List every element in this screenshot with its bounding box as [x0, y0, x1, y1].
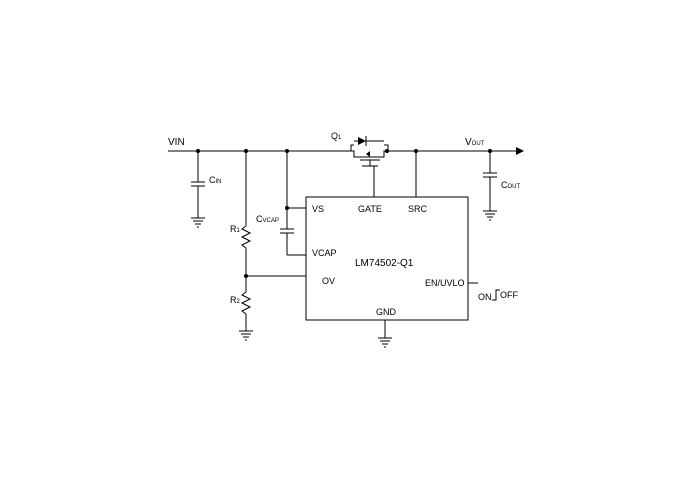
ground-symbol-cin — [191, 217, 205, 228]
cin-label: CIN — [209, 175, 222, 185]
vout-label: VOUT — [465, 137, 485, 148]
r2-main: R — [230, 295, 237, 305]
ground-symbol-ic — [378, 337, 392, 348]
vout-sub: OUT — [472, 141, 485, 147]
cout-main: C — [501, 180, 508, 190]
pin-src-label: SRC — [408, 204, 428, 214]
q1-mosfet — [350, 136, 389, 197]
q1-sub: 1 — [338, 135, 342, 141]
pin-gnd-label: GND — [376, 307, 397, 317]
q1-label: Q1 — [331, 131, 342, 141]
r2-sub: 2 — [237, 299, 241, 305]
switch-on-label: ON — [478, 292, 492, 302]
vin-label: VIN — [168, 137, 185, 148]
pin-vcap-label: VCAP — [312, 248, 337, 258]
pin-ov-label: OV — [322, 276, 335, 286]
cout-capacitor — [483, 151, 497, 211]
cin-capacitor — [191, 151, 205, 218]
r1-label: R1 — [230, 224, 241, 234]
cout-sub: OUT — [508, 184, 521, 190]
r2-resistor — [240, 291, 252, 331]
cin-sub: IN — [216, 179, 222, 185]
cin-main: C — [209, 175, 216, 185]
on-off-waveform — [492, 289, 500, 301]
cvcap-main: C — [256, 214, 263, 224]
cvcap-capacitor — [280, 151, 306, 256]
cvcap-label: CVCAP — [256, 214, 279, 224]
ground-symbol-cout — [483, 210, 497, 221]
r2-label: R2 — [230, 295, 241, 305]
ic-name-label: LM74502-Q1 — [355, 258, 414, 269]
cout-label: COUT — [501, 180, 521, 190]
vout-main: V — [465, 137, 472, 148]
cvcap-sub: VCAP — [263, 218, 279, 224]
ground-symbol-r2 — [239, 330, 253, 341]
switch-off-label: OFF — [500, 290, 518, 300]
pin-en-label: EN/UVLO — [425, 278, 465, 288]
vout-arrow — [516, 147, 524, 155]
r1-main: R — [230, 224, 237, 234]
junction-dots — [196, 149, 492, 278]
ic-body — [305, 196, 469, 321]
q1-main: Q — [331, 131, 338, 141]
pin-gate-label: GATE — [358, 204, 382, 214]
r1-resistor — [240, 151, 252, 292]
pin-vs-label: VS — [312, 204, 324, 214]
r1-sub: 1 — [237, 228, 241, 234]
